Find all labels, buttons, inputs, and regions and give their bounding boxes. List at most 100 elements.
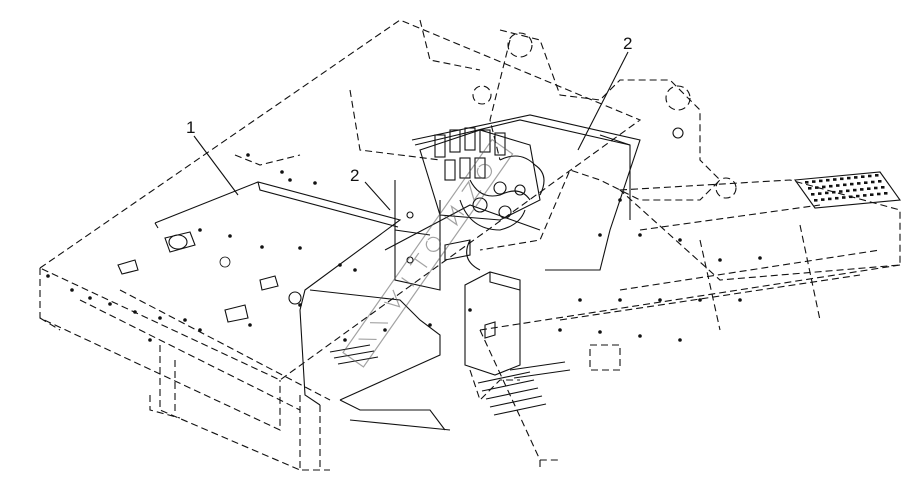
grille-hole (853, 188, 857, 192)
grille-hole (835, 196, 839, 200)
rivet (46, 274, 50, 278)
grille-hole (864, 181, 868, 184)
grille-hole (884, 192, 888, 195)
rivet (183, 318, 187, 322)
grille-hole (878, 180, 882, 183)
grille-hole (829, 184, 833, 188)
grille-hole (881, 186, 885, 189)
grille-hole (826, 178, 830, 182)
grille-hole (840, 177, 844, 181)
rivets (46, 153, 762, 342)
grille-hole (836, 184, 840, 187)
grille-hole (857, 182, 861, 185)
plate-1 (154, 181, 441, 406)
rivet (88, 296, 92, 300)
rivet (343, 338, 347, 342)
slot-vents (329, 344, 571, 416)
grille-hole (860, 188, 864, 191)
grille-hole (870, 193, 874, 196)
grille-hole (846, 189, 850, 193)
rivet (678, 238, 682, 242)
rivet (718, 258, 722, 262)
grille-hole (843, 183, 847, 187)
rivet (338, 263, 342, 267)
rivet (468, 308, 472, 312)
rivet (428, 323, 432, 327)
callout-label-1: 1 (186, 118, 195, 137)
callout-label-2b: 2 (623, 34, 632, 53)
rivet (198, 328, 202, 332)
callout-1: 1 (186, 118, 239, 196)
grille-hole (818, 192, 822, 195)
rivet (658, 298, 662, 302)
rivet (108, 302, 112, 306)
grille-hole (825, 191, 829, 195)
component-box (464, 271, 521, 376)
right-track-frame (479, 179, 901, 470)
rivet (758, 256, 762, 260)
grille-hole (877, 192, 881, 196)
rivet (353, 268, 357, 272)
rivet (558, 328, 562, 332)
rivet (738, 298, 742, 302)
callout-label-2a: 2 (350, 166, 359, 185)
grille-hole (874, 186, 878, 190)
rivet (288, 178, 292, 182)
rivet (133, 310, 137, 314)
grille-hole (863, 194, 867, 197)
grille-hole (833, 178, 837, 181)
rivet (618, 198, 622, 202)
grille-hole (822, 185, 826, 189)
grille-hole (815, 186, 819, 189)
grille-hole (808, 187, 812, 190)
callout-2a: 2 (350, 166, 391, 211)
grille-hole (861, 175, 865, 178)
watermark-seal (342, 138, 514, 368)
rivet (158, 316, 162, 320)
rivet (618, 298, 622, 302)
grille-hole (814, 199, 818, 202)
rivet (148, 338, 152, 342)
cooling-grille (793, 171, 902, 209)
rivet (678, 338, 682, 342)
grille-hole (842, 196, 846, 199)
rivet (638, 233, 642, 237)
grille-hole (832, 190, 836, 194)
rivet (313, 181, 317, 185)
rivet (383, 328, 387, 332)
rivet (246, 153, 250, 157)
grille-hole (871, 180, 875, 184)
rivet (598, 233, 602, 237)
grille-hole (819, 179, 823, 183)
rivet (248, 323, 252, 327)
valve-block (394, 127, 545, 291)
grille-hole (811, 193, 815, 196)
left-details (117, 231, 302, 323)
grille-hole (875, 174, 879, 177)
rivet (578, 298, 582, 302)
rivet (638, 334, 642, 338)
rivet (698, 298, 702, 302)
rivet (260, 245, 264, 249)
grille-hole (854, 176, 858, 179)
grille-hole (847, 176, 851, 180)
grille-hole (856, 194, 860, 198)
rivet (228, 234, 232, 238)
boom-mount (469, 29, 737, 402)
grille-hole (867, 187, 871, 190)
rivet (70, 288, 74, 292)
rivet (198, 228, 202, 232)
grille-hole (812, 180, 816, 183)
grille-hole (821, 198, 825, 201)
grille-hole (828, 197, 832, 201)
rivet (280, 170, 284, 174)
rivet (298, 246, 302, 250)
callout-2b: 2 (577, 34, 632, 151)
grille-hole (839, 190, 843, 193)
rivet (598, 330, 602, 334)
grille-hole (805, 181, 809, 184)
left-upper-frame (38, 19, 642, 471)
rivet (298, 303, 302, 307)
grille-hole (850, 182, 854, 186)
